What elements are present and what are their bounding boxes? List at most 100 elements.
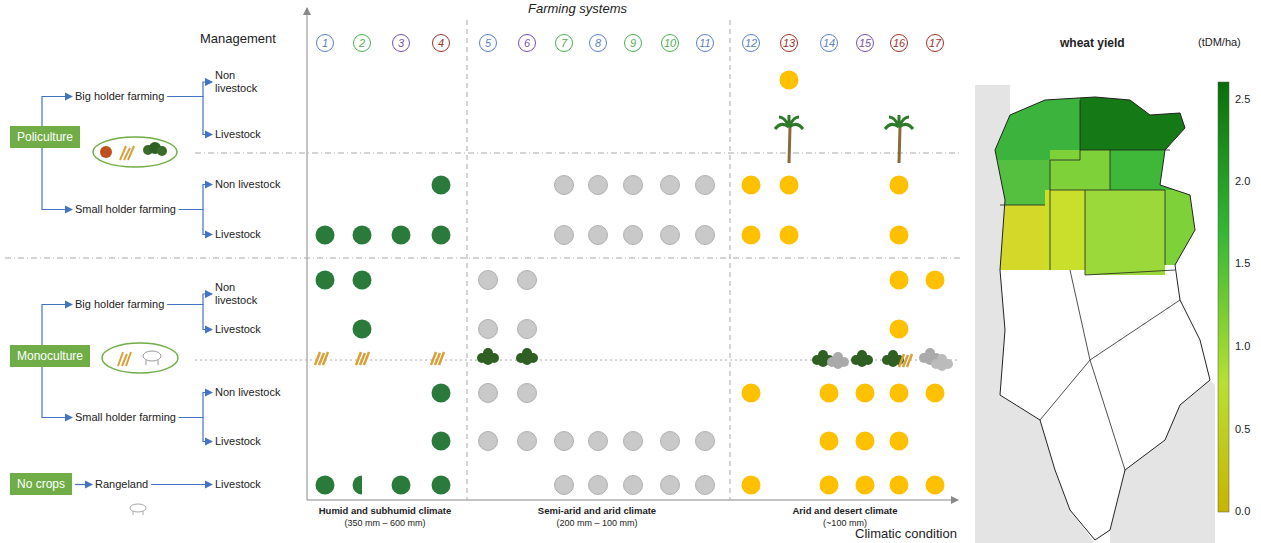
dot	[518, 320, 537, 339]
dot	[555, 432, 574, 451]
dot	[780, 71, 799, 90]
dot	[890, 320, 909, 339]
branch-label: Livestock	[215, 478, 261, 491]
text-label: Climatic condition	[855, 526, 957, 541]
dot	[926, 271, 945, 290]
node-text: Non livestock	[215, 281, 257, 306]
connector	[151, 484, 212, 485]
node-text: 4	[438, 37, 444, 49]
system-number: 5	[479, 34, 497, 52]
tree-icon	[888, 357, 898, 367]
dot	[856, 476, 875, 495]
palm-leaves	[775, 115, 803, 129]
system-number: 15	[856, 34, 874, 52]
connector	[42, 148, 72, 210]
branch-label: Non livestock	[215, 69, 273, 95]
dot	[518, 432, 537, 451]
text-label: wheat yield	[1060, 36, 1125, 50]
connector	[167, 97, 212, 135]
system-number: 14	[820, 34, 838, 52]
node-text: Livestock	[215, 323, 261, 335]
category-box: No crops	[10, 473, 72, 495]
node-text: 15	[859, 37, 871, 49]
node-text: 5	[485, 37, 491, 49]
connector	[167, 294, 212, 305]
tick-label: 1.0	[1235, 340, 1250, 352]
system-number: 13	[780, 34, 798, 52]
connector	[42, 367, 72, 418]
branch-label: Non livestock	[215, 281, 273, 307]
tick-label: 1.5	[1235, 257, 1250, 269]
dot	[890, 271, 909, 290]
connector	[42, 97, 72, 127]
dot	[696, 476, 715, 495]
node-text: 14	[823, 37, 835, 49]
connector	[167, 305, 212, 330]
dot	[432, 226, 451, 245]
dot	[820, 432, 839, 451]
palm-trunk	[789, 127, 790, 163]
node-text: 17	[929, 37, 941, 49]
dot	[780, 176, 799, 195]
dot	[316, 226, 335, 245]
dot	[890, 226, 909, 245]
tree-icon	[818, 357, 828, 367]
node-text: Small holder farming	[75, 411, 176, 423]
system-number: 4	[432, 34, 450, 52]
dot	[742, 226, 761, 245]
dot	[742, 476, 761, 495]
dot	[353, 320, 372, 339]
map	[975, 82, 1229, 543]
text-label: Farming systems	[528, 1, 627, 16]
branch-label: Rangeland	[95, 478, 148, 491]
dot	[589, 176, 608, 195]
branch-label: Small holder farming	[75, 411, 176, 424]
tick-label: 2.5	[1235, 93, 1250, 105]
dot	[890, 432, 909, 451]
dot	[432, 176, 451, 195]
dot	[392, 226, 411, 245]
dot	[624, 476, 643, 495]
node-text: Monoculture	[17, 349, 83, 363]
node-text: 8	[595, 37, 601, 49]
dot	[316, 476, 335, 495]
text-label: (tDM/ha)	[1198, 36, 1241, 48]
dot	[392, 476, 411, 495]
system-number: 12	[742, 34, 760, 52]
axes	[307, 8, 958, 500]
policulture-icons	[93, 137, 177, 167]
dot	[555, 176, 574, 195]
node-text: 11	[699, 37, 710, 49]
palm-trunk	[899, 127, 900, 163]
node-text: Non livestock	[215, 386, 280, 398]
node-text: Non livestock	[215, 69, 257, 94]
node-text: Livestock	[215, 435, 261, 447]
tree-icon	[937, 361, 947, 371]
system-number: 2	[353, 34, 371, 52]
branch-label: Non livestock	[215, 386, 280, 399]
connector	[179, 210, 212, 235]
dot	[479, 432, 498, 451]
node-text: 13	[783, 37, 795, 49]
dot	[479, 384, 498, 403]
dot	[624, 176, 643, 195]
dot	[432, 432, 451, 451]
wheat-icon	[315, 352, 328, 365]
dot	[696, 176, 715, 195]
system-number: 3	[392, 34, 410, 52]
system-number: 7	[555, 34, 573, 52]
node-text: 9	[630, 37, 636, 49]
dot	[518, 384, 537, 403]
tree-icon	[833, 359, 843, 369]
tick-label: 0.0	[1235, 505, 1250, 517]
node-text: 3	[398, 37, 404, 49]
system-number: 16	[890, 34, 908, 52]
node-text: Small holder farming	[75, 203, 176, 215]
dot	[353, 226, 372, 245]
node-text: Livestock	[215, 228, 261, 240]
dot	[624, 432, 643, 451]
node-text: 16	[893, 37, 905, 49]
dot	[555, 476, 574, 495]
tree-icon	[857, 357, 867, 367]
